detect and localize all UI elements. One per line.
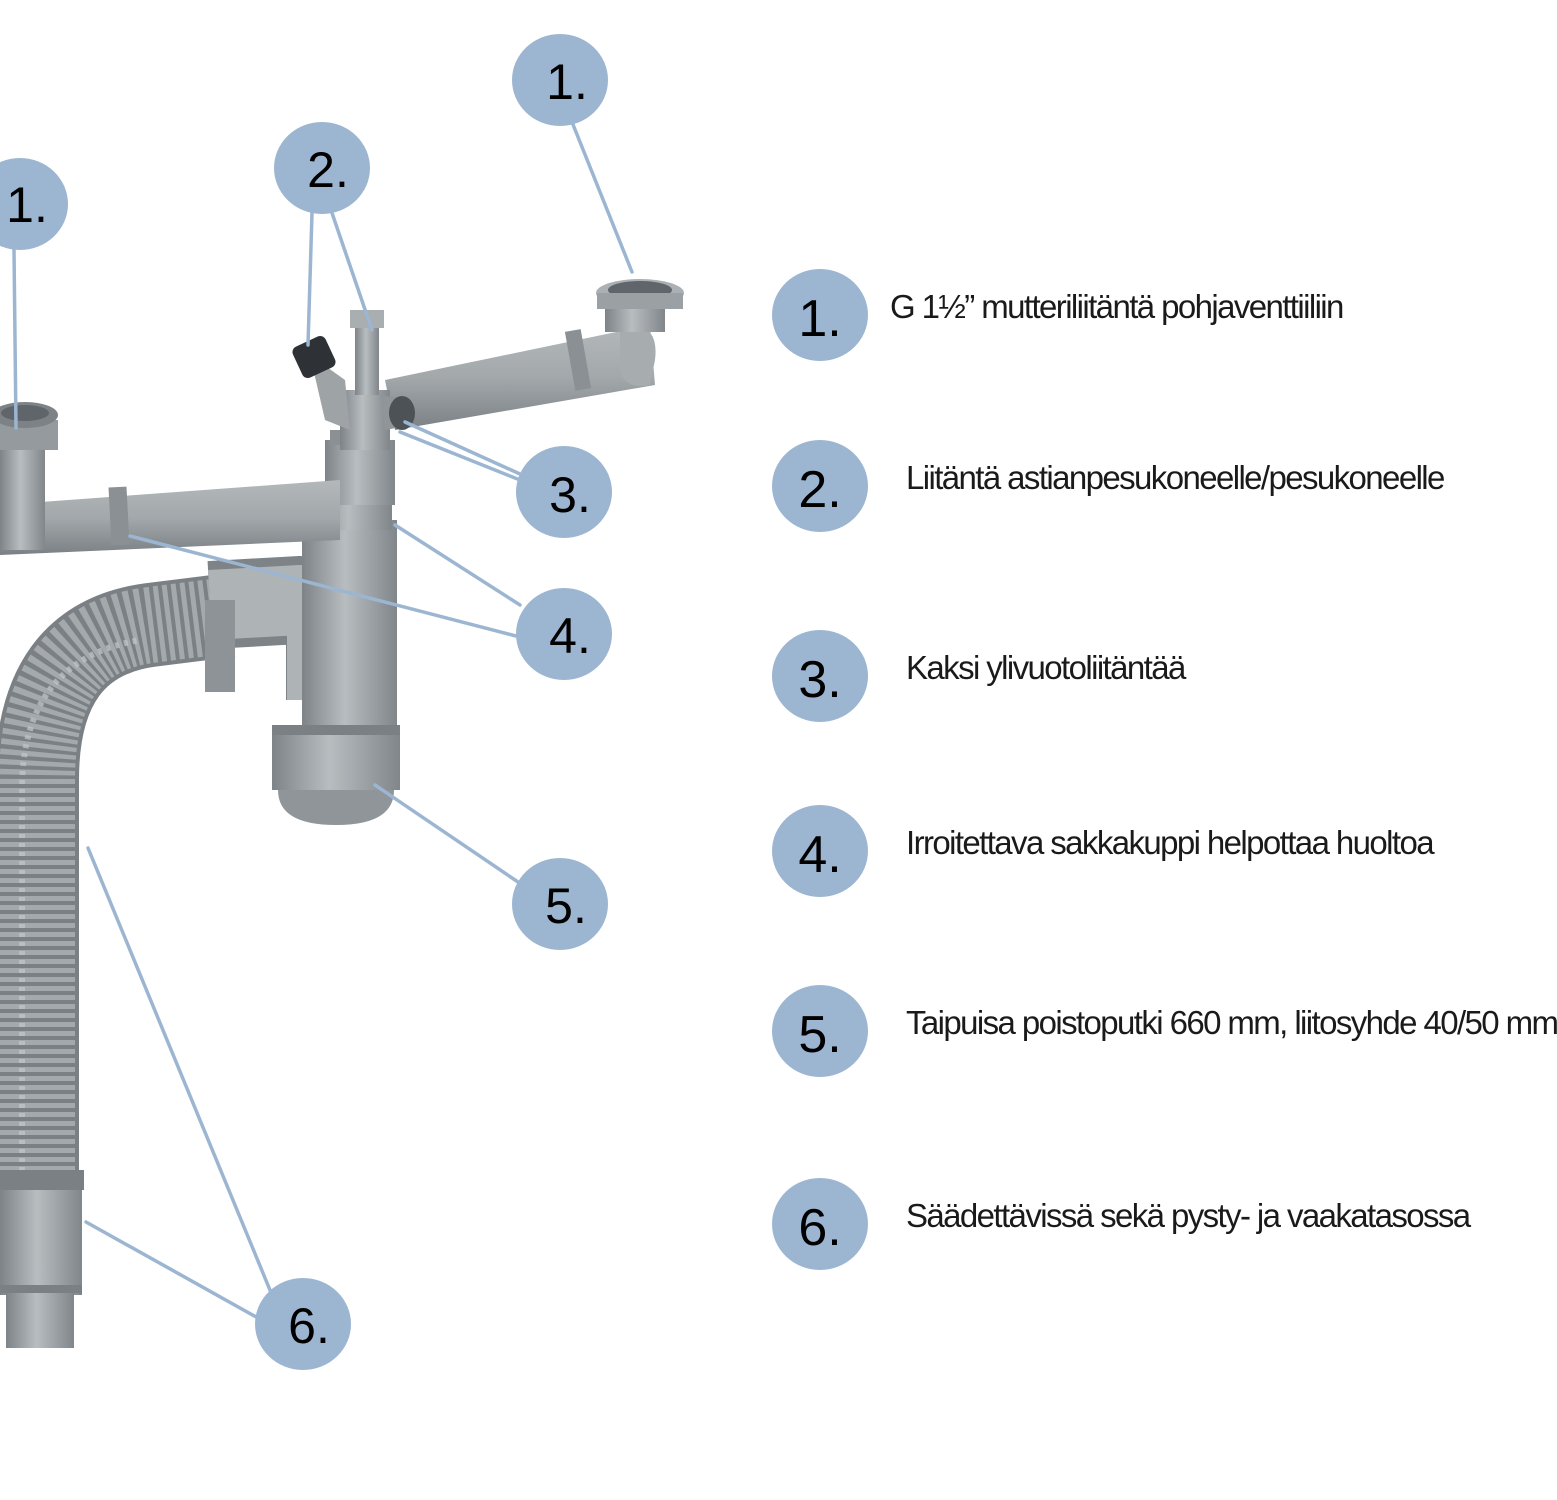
callout-6: 6.: [255, 1278, 351, 1370]
leader-line-6b: [84, 1220, 260, 1320]
legend-item-5: 5. Taipuisa poistoputki 660 mm, liitosyh…: [772, 985, 1557, 1077]
leader-line-3a: [403, 420, 522, 476]
legend-number-badge: 1.: [772, 269, 868, 361]
callout-3: 3.: [516, 446, 612, 538]
callout-label: 6.: [288, 1298, 330, 1354]
legend-item-2: 2. Liitäntä astianpesukoneelle/pesukonee…: [772, 440, 1445, 532]
flexible-hose: [0, 573, 236, 1348]
leader-line-2a: [306, 211, 314, 347]
leader-line-1-left: [12, 248, 18, 430]
legend-text: Irroitettava sakkakuppi helpottaa huolto…: [906, 824, 1435, 861]
legend-item-3: 3. Kaksi ylivuotoliitäntää: [772, 630, 1186, 722]
leader-line-6a: [86, 846, 274, 1297]
leader-line-4a: [393, 523, 522, 607]
legend-text: G 1½” mutteriliitäntä pohjaventtiiliin: [890, 288, 1344, 325]
leader-line-1-right: [570, 120, 634, 274]
legend-item-1: 1. G 1½” mutteriliitäntä pohjaventtiilii…: [772, 269, 1344, 361]
leader-lines: [12, 120, 634, 1320]
leader-line-4b: [128, 534, 522, 639]
trap-body: [272, 430, 400, 825]
legend-text: Taipuisa poistoputki 660 mm, liitosyhde …: [906, 1004, 1557, 1041]
legend-text: Säädettävissä sekä pysty- ja vaakatasoss…: [906, 1197, 1471, 1234]
legend-number-badge: 3.: [772, 630, 868, 722]
legend-text: Kaksi ylivuotoliitäntää: [906, 649, 1186, 686]
right-horizontal-pipe: [385, 279, 684, 430]
legend-number-badge: 4.: [772, 805, 868, 897]
connector-hub: [292, 310, 415, 450]
callouts: 1. 1. 2. 3. 4. 5. 6.: [0, 34, 612, 1370]
legend-number-badge: 5.: [772, 985, 868, 1077]
siphon-illustration: [0, 279, 684, 1348]
legend-item-6: 6. Säädettävissä sekä pysty- ja vaakatas…: [772, 1178, 1471, 1270]
callout-5: 5.: [512, 858, 608, 950]
legend-text: Liitäntä astianpesukoneelle/pesukoneelle: [906, 459, 1445, 496]
callout-label: 4.: [549, 608, 591, 664]
callout-1-right: 1.: [512, 34, 608, 126]
callout-label: 5.: [545, 878, 587, 934]
callout-1-left: 1.: [0, 158, 68, 250]
leader-line-5: [373, 783, 520, 884]
callout-2: 2.: [274, 122, 370, 214]
legend-item-4: 4. Irroitettava sakkakuppi helpottaa huo…: [772, 805, 1435, 897]
left-horizontal-pipe: [0, 402, 340, 555]
callout-label: 1.: [546, 54, 588, 110]
legend-number-badge: 6.: [772, 1178, 868, 1270]
legend-number-badge: 2.: [772, 440, 868, 532]
leader-line-3b: [398, 430, 522, 482]
callout-4: 4.: [516, 588, 612, 680]
siphon-diagram: 1. 1. 2. 3. 4. 5. 6.: [0, 34, 684, 1370]
callout-label: 2.: [307, 142, 349, 198]
callout-label: 3.: [549, 467, 591, 523]
leader-line-2b: [330, 211, 374, 332]
callout-label: 1.: [6, 177, 48, 233]
